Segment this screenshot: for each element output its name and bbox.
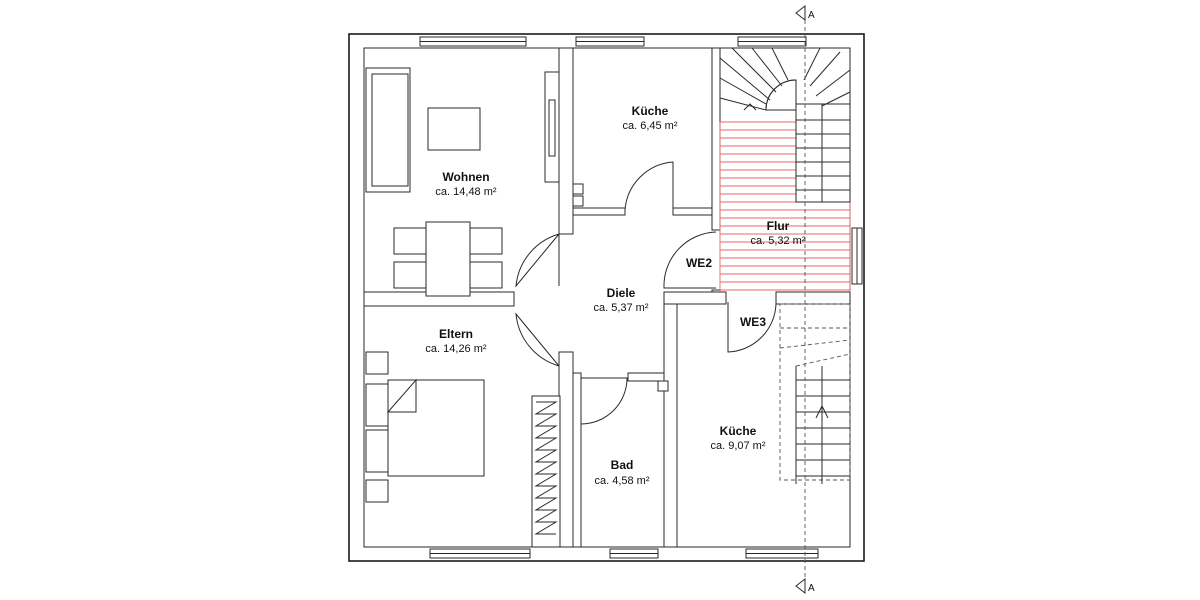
- interior-walls: [363, 47, 851, 548]
- doors: [515, 161, 777, 425]
- nightstand-top: [365, 351, 389, 375]
- wohnen-furniture: [365, 67, 560, 297]
- wardrobe: [531, 395, 561, 548]
- room-labels: Wohnen ca. 14,48 m² Küche ca. 6,45 m² Fl…: [425, 104, 805, 487]
- room-area-flur: ca. 5,32 m²: [750, 235, 805, 247]
- dining-table: [425, 221, 471, 297]
- room-name-wohnen: Wohnen: [442, 170, 489, 184]
- room-area-bad: ca. 4,58 m²: [594, 475, 649, 487]
- section-marker-bottom-icon: [795, 577, 806, 595]
- coffee-table: [427, 107, 481, 151]
- room-name-kueche-top: Küche: [632, 104, 669, 118]
- unit-label-we3: WE3: [740, 315, 766, 329]
- room-area-wohnen: ca. 14,48 m²: [435, 186, 496, 198]
- bed: [387, 379, 485, 477]
- section-label-top: A: [808, 10, 815, 21]
- eltern-furniture: [365, 351, 561, 548]
- door-wohnen: [515, 233, 560, 288]
- room-name-kueche-bottom: Küche: [720, 424, 757, 438]
- room-name-flur: Flur: [767, 219, 790, 233]
- door-kueche-top: [624, 161, 674, 211]
- room-name-bad: Bad: [611, 458, 634, 472]
- door-we2: [663, 231, 717, 289]
- section-label-bottom: A: [808, 583, 815, 594]
- room-name-diele: Diele: [607, 286, 636, 300]
- door-eltern: [515, 312, 560, 367]
- door-bad: [580, 377, 628, 425]
- room-area-kueche-bottom: ca. 9,07 m²: [710, 440, 765, 452]
- windows: [419, 36, 863, 559]
- section-line: A A: [795, 4, 815, 595]
- door-we3: [727, 302, 777, 353]
- nightstand-bottom: [365, 479, 389, 503]
- unit-label-we2: WE2: [686, 256, 712, 270]
- room-area-diele: ca. 5,37 m²: [593, 302, 648, 314]
- room-name-eltern: Eltern: [439, 327, 473, 341]
- room-area-eltern: ca. 14,26 m²: [425, 343, 486, 355]
- section-marker-top-icon: [795, 4, 806, 22]
- stair-lower: [779, 303, 851, 484]
- room-area-kueche-top: ca. 6,45 m²: [622, 120, 677, 132]
- stair-upper: [719, 47, 851, 203]
